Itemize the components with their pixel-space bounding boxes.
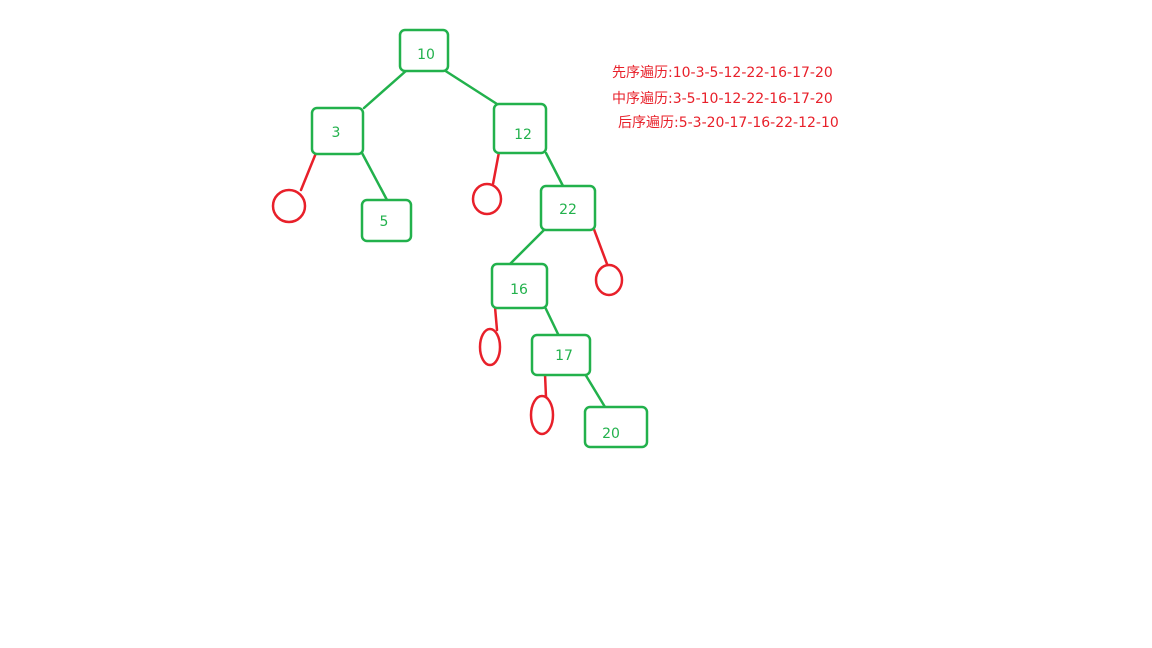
- edge-3-5: [360, 151, 389, 202]
- node-label: 10: [417, 47, 435, 63]
- null-edge-12-left: [491, 150, 501, 186]
- node-label: 17: [555, 348, 573, 364]
- null-edge-3-left: [299, 151, 318, 192]
- inorder-traversal-text: 中序遍历:3-5-10-12-22-16-17-20: [612, 91, 833, 107]
- null-node: [271, 188, 307, 224]
- edge-12-22: [544, 151, 565, 188]
- tree-edges: [299, 68, 609, 409]
- null-edge-16-left: [493, 305, 499, 332]
- null-edge-17-left: [543, 372, 548, 399]
- node-label: 20: [602, 426, 620, 442]
- tree-node-22: 22: [539, 184, 597, 232]
- null-node: [478, 327, 502, 367]
- null-node: [471, 182, 503, 216]
- node-label: 5: [380, 214, 389, 230]
- tree-nodes: 10 3 12 5 22 16 17 20: [310, 28, 649, 449]
- null-edge-22-right: [590, 222, 609, 266]
- null-children: [271, 182, 624, 436]
- edge-16-17: [543, 305, 560, 336]
- tree-node-3: 3: [310, 106, 365, 156]
- edge-22-16: [508, 227, 547, 266]
- tree-node-5: 5: [360, 198, 413, 243]
- postorder-traversal-text: 后序遍历:5-3-20-17-16-22-12-10: [618, 115, 839, 131]
- tree-node-12: 12: [492, 102, 548, 155]
- node-label: 12: [514, 127, 532, 143]
- edge-17-20: [583, 372, 607, 409]
- tree-node-10: 10: [398, 28, 450, 73]
- edge-10-3: [362, 68, 409, 110]
- node-label: 3: [332, 125, 341, 141]
- edge-10-12: [442, 68, 499, 106]
- preorder-traversal-text: 先序遍历:10-3-5-12-22-16-17-20: [612, 65, 833, 81]
- node-label: 16: [510, 282, 528, 298]
- tree-node-16: 16: [490, 262, 549, 310]
- tree-node-20: 20: [583, 405, 649, 449]
- node-label: 22: [559, 202, 577, 218]
- tree-node-17: 17: [530, 333, 592, 377]
- null-node: [594, 263, 624, 297]
- null-node: [529, 394, 555, 436]
